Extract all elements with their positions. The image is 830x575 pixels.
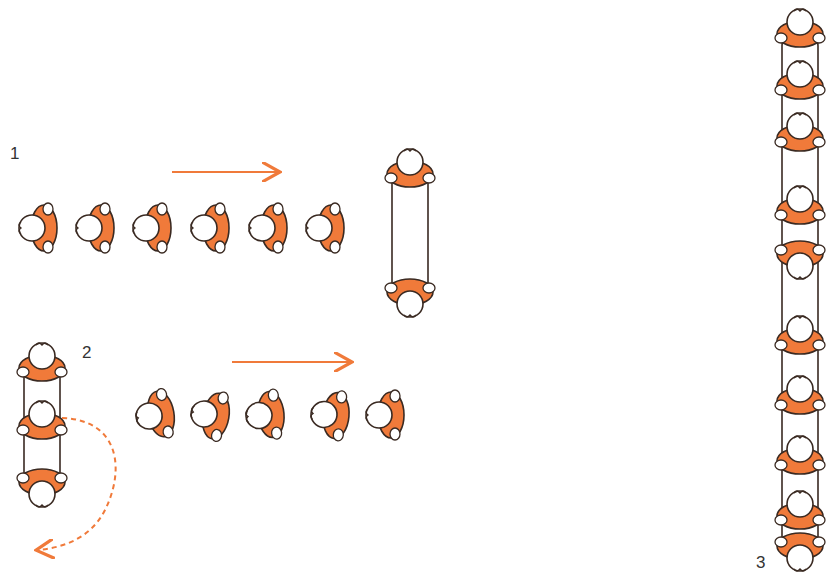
- person-figure: [775, 376, 825, 414]
- person-figure: [17, 401, 67, 439]
- callout-number: 3: [756, 554, 765, 571]
- person-figure: [191, 203, 229, 253]
- person-figure: [775, 436, 825, 474]
- person-figure: [775, 241, 825, 279]
- direction-arrow: [172, 171, 278, 173]
- person-figure: [775, 316, 825, 354]
- person-figure: [775, 9, 825, 47]
- person-figure: [187, 387, 233, 443]
- callout-number: 1: [10, 145, 19, 162]
- person-figure: [775, 61, 825, 99]
- person-figure: [132, 387, 178, 443]
- person-figure: [366, 390, 404, 440]
- direction-arrow: [232, 361, 350, 363]
- person-figure: [244, 388, 286, 441]
- callout-number: 2: [82, 344, 91, 361]
- person-figure: [249, 203, 287, 253]
- person-figure: [309, 388, 351, 441]
- person-figure: [17, 469, 67, 507]
- person-figure: [19, 203, 57, 253]
- person-figure: [385, 279, 435, 317]
- person-figure: [775, 113, 825, 151]
- turn-arrow: [38, 418, 116, 550]
- person-figure: [76, 203, 114, 253]
- person-figure: [775, 186, 825, 224]
- person-figure: [775, 533, 825, 571]
- joined-arms: [782, 30, 818, 555]
- person-figure: [17, 343, 67, 381]
- person-figure: [385, 149, 435, 187]
- person-figure: [133, 203, 171, 253]
- person-figure: [306, 203, 344, 253]
- person-figure: [775, 491, 825, 529]
